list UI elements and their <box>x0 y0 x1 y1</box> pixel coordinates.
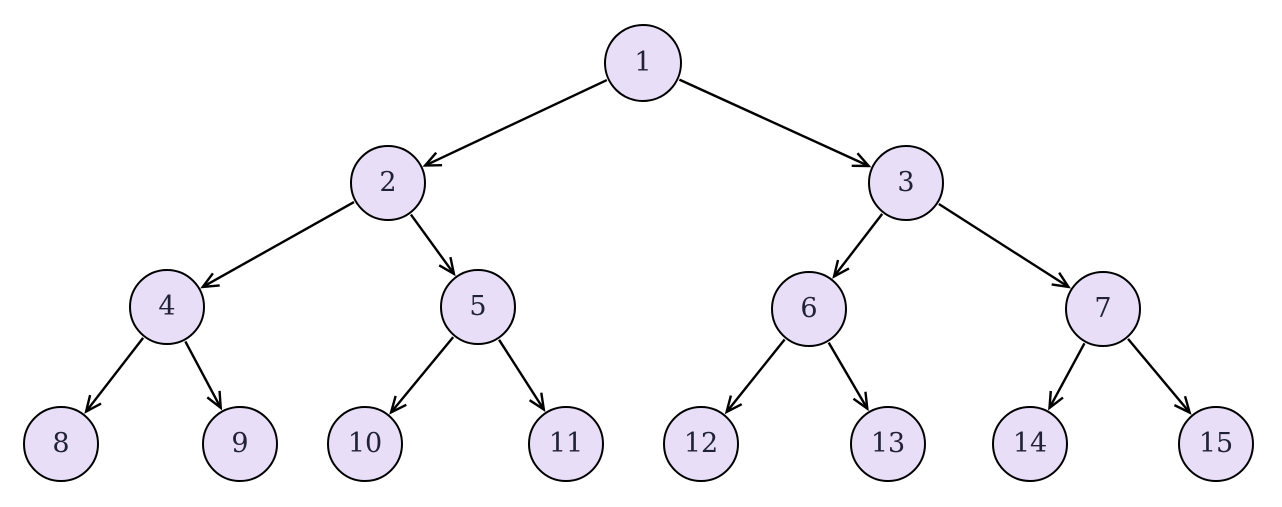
tree-node-label: 3 <box>897 166 915 198</box>
tree-node-1[interactable]: 1 <box>604 24 682 102</box>
tree-edge <box>678 78 872 168</box>
edge-arrowhead <box>1173 395 1192 415</box>
tree-edge <box>409 213 456 277</box>
tree-node-label: 1 <box>634 46 652 78</box>
tree-node-8[interactable]: 8 <box>23 406 99 482</box>
tree-edge <box>827 342 869 412</box>
tree-edge <box>938 202 1071 289</box>
tree-node-5[interactable]: 5 <box>440 269 516 345</box>
tree-node-7[interactable]: 7 <box>1065 271 1141 347</box>
tree-node-label: 6 <box>800 292 818 324</box>
edge-arrowhead <box>200 272 220 289</box>
tree-node-label: 14 <box>1012 427 1048 459</box>
tree-edge <box>724 338 786 415</box>
tree-node-13[interactable]: 13 <box>850 406 926 482</box>
tree-node-label: 9 <box>231 427 249 459</box>
tree-node-label: 2 <box>379 166 397 198</box>
tree-node-label: 10 <box>347 427 383 459</box>
tree-edge <box>200 201 355 289</box>
edge-arrowhead <box>438 256 456 277</box>
tree-node-label: 4 <box>158 290 176 322</box>
edge-arrowhead <box>528 392 546 412</box>
tree-node-10[interactable]: 10 <box>327 406 403 482</box>
tree-node-label: 8 <box>52 427 70 459</box>
tree-node-label: 12 <box>683 427 719 459</box>
tree-node-14[interactable]: 14 <box>992 406 1068 482</box>
edge-arrowhead <box>852 391 869 412</box>
edge-arrowhead <box>84 394 102 414</box>
edge-arrowhead <box>422 151 443 167</box>
edge-arrowhead <box>1051 272 1071 289</box>
edge-arrowhead <box>724 395 743 415</box>
tree-edge <box>832 213 884 279</box>
tree-edge <box>422 78 608 167</box>
edge-arrowhead <box>206 390 223 411</box>
tree-edge <box>1127 338 1192 415</box>
tree-node-label: 15 <box>1198 427 1234 459</box>
tree-node-3[interactable]: 3 <box>868 145 944 221</box>
tree-edge <box>84 337 145 414</box>
tree-node-4[interactable]: 4 <box>129 269 205 345</box>
tree-edge <box>1048 342 1086 411</box>
tree-node-15[interactable]: 15 <box>1178 406 1254 482</box>
tree-edge <box>498 339 546 412</box>
tree-node-12[interactable]: 12 <box>663 406 739 482</box>
tree-edge <box>389 336 455 415</box>
tree-node-label: 7 <box>1094 292 1112 324</box>
edge-arrowhead <box>832 259 850 279</box>
tree-node-9[interactable]: 9 <box>202 406 278 482</box>
tree-node-2[interactable]: 2 <box>350 145 426 221</box>
tree-edge <box>184 340 223 411</box>
tree-node-label: 13 <box>870 427 906 459</box>
tree-node-label: 5 <box>469 290 487 322</box>
edge-arrowhead <box>389 395 407 415</box>
tree-node-label: 11 <box>548 427 584 459</box>
tree-node-11[interactable]: 11 <box>528 406 604 482</box>
edge-arrowhead <box>1048 390 1064 411</box>
tree-node-6[interactable]: 6 <box>771 271 847 347</box>
edge-arrowhead <box>851 152 872 168</box>
